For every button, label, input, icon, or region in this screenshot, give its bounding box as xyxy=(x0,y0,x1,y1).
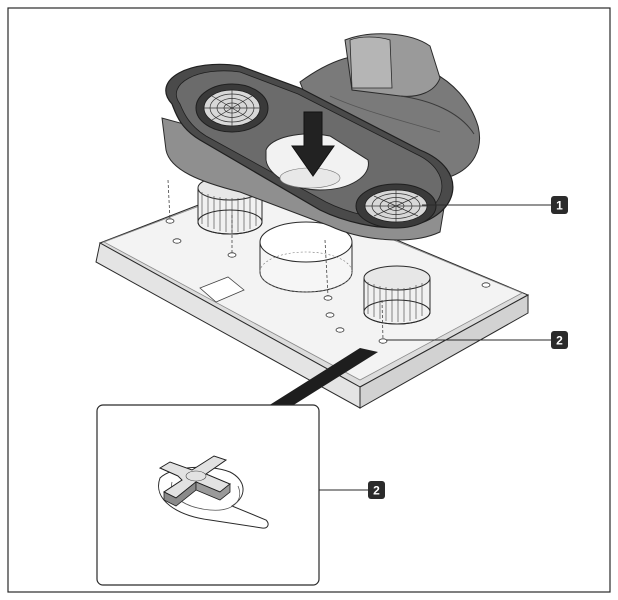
callout-1: 1 xyxy=(551,196,568,214)
right-fan-grille xyxy=(355,183,437,229)
callout-1-label: 1 xyxy=(556,199,563,213)
cross-key-icon xyxy=(158,455,231,507)
duct-collar xyxy=(259,221,353,293)
alignment-guides xyxy=(167,179,384,341)
left-fan-grille xyxy=(195,83,269,133)
down-arrow-icon xyxy=(291,111,335,177)
callout-2-detail-label: 2 xyxy=(373,484,380,498)
callout-2-detail: 2 xyxy=(368,481,385,499)
callout-2-main: 2 xyxy=(551,331,568,349)
right-blower-wheel xyxy=(363,265,431,325)
zoom-connector xyxy=(268,348,378,406)
callout-2-main-label: 2 xyxy=(556,334,563,348)
detail-inset xyxy=(96,404,320,586)
outer-frame xyxy=(7,7,611,593)
